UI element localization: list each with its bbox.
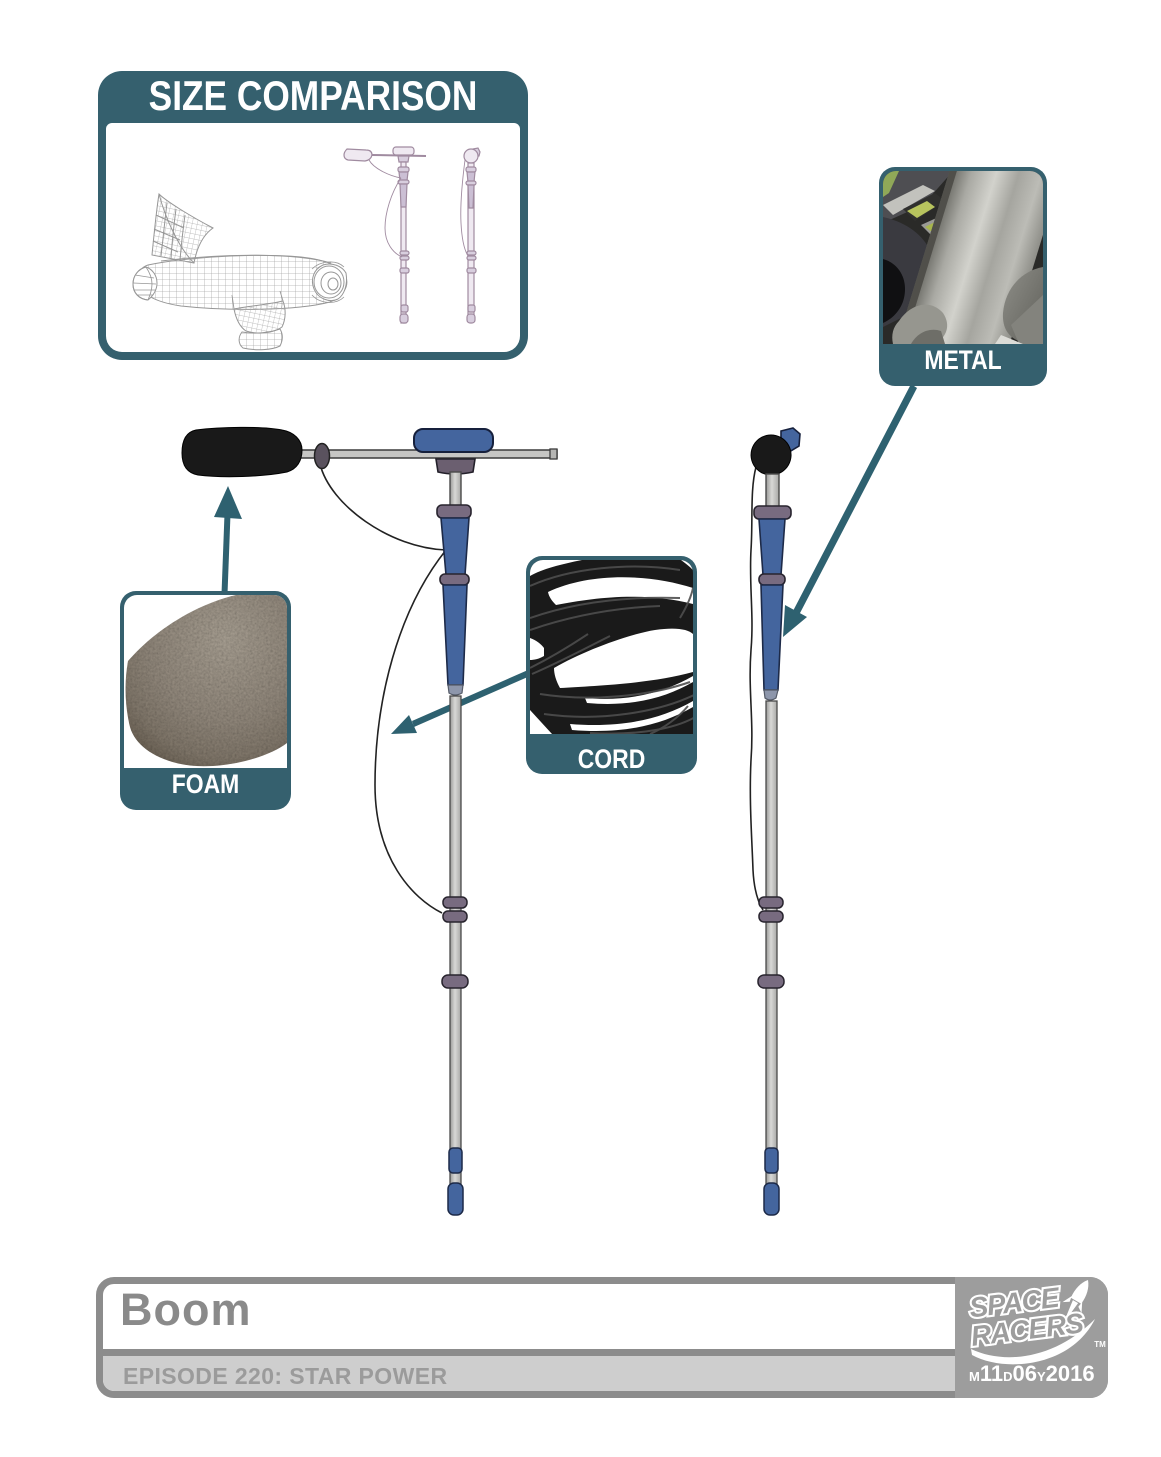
svg-text:TM: TM — [1094, 1340, 1106, 1349]
svg-text:M11D06Y2016: M11D06Y2016 — [969, 1361, 1095, 1386]
